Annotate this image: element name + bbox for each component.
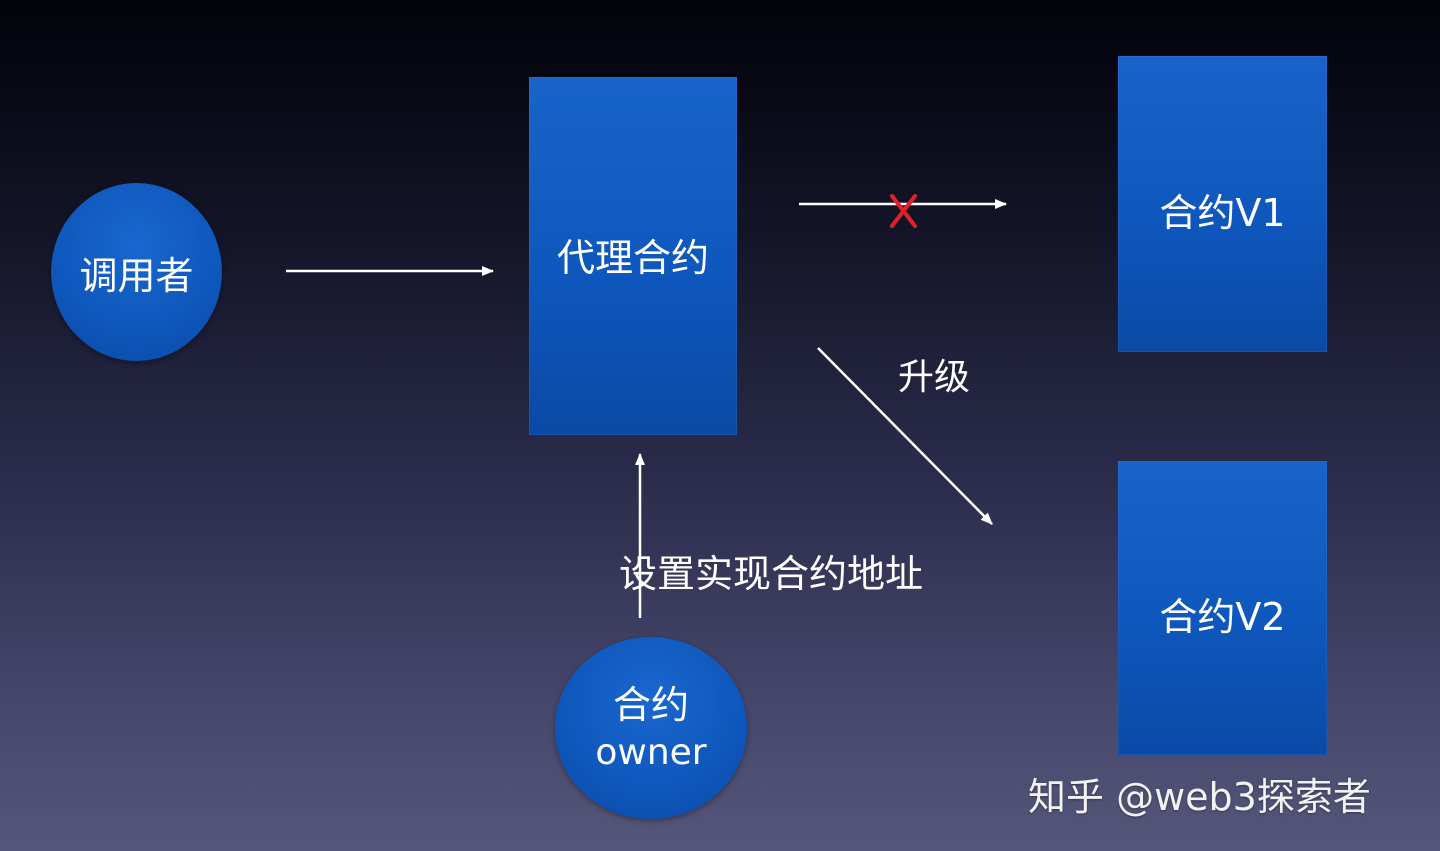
arrow-proxy-to-v2 [817,347,993,525]
upgrade-label: 升级 [898,357,971,398]
contract-v1-node: 合约V1 [1118,56,1327,352]
watermark-text: 知乎 @web3探索者 [1028,775,1371,819]
contract-v2-label: 合约V2 [1159,595,1286,639]
owner-node: 合约 owner [555,637,747,819]
cross-mark-icon [890,194,917,228]
caller-node: 调用者 [51,183,222,361]
owner-label-line2: owner [595,732,707,773]
contract-v1-label: 合约V1 [1159,191,1286,235]
proxy-contract-label: 代理合约 [556,235,709,280]
proxy-contract-node: 代理合约 [529,77,737,435]
set-implementation-address-label: 设置实现合约地址 [619,552,924,596]
caller-label: 调用者 [79,253,194,298]
contract-v2-node: 合约V2 [1118,461,1327,755]
owner-label-line1: 合约 [612,683,689,727]
